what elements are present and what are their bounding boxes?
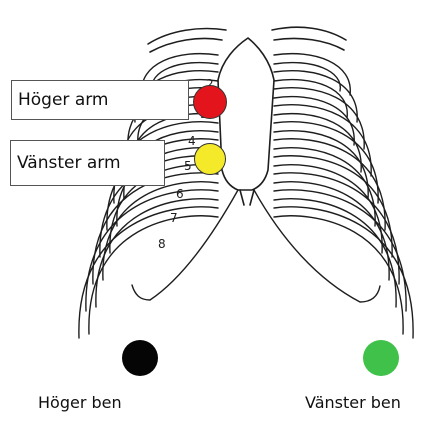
right-leg-label: Höger ben <box>38 393 122 412</box>
right-leg-electrode <box>122 340 158 376</box>
rib-number: 4 <box>188 134 196 148</box>
right-costal-margin <box>254 190 380 302</box>
right-arm-electrode <box>193 85 227 119</box>
right-arm-label-text: Höger arm <box>18 90 109 110</box>
right-rib <box>274 207 413 338</box>
right-rib <box>274 190 406 311</box>
rib-number: 7 <box>170 211 178 225</box>
left-leg-label: Vänster ben <box>305 393 401 412</box>
rib-number: 5 <box>184 159 192 173</box>
rib-number: 8 <box>158 237 166 251</box>
left-leg-electrode <box>363 340 399 376</box>
left-arm-label: Vänster arm <box>10 140 165 186</box>
right-rib <box>274 88 364 149</box>
sternum-outline <box>218 38 274 190</box>
left-arm-label-text: Vänster arm <box>17 153 121 173</box>
left-rib <box>79 207 218 338</box>
left-costal-margin <box>132 190 238 300</box>
right-arm-label: Höger arm <box>11 80 189 120</box>
left-rib <box>86 190 218 311</box>
left-arm-electrode <box>194 143 226 175</box>
right-rib <box>274 54 350 95</box>
rib-number: 6 <box>176 187 184 201</box>
